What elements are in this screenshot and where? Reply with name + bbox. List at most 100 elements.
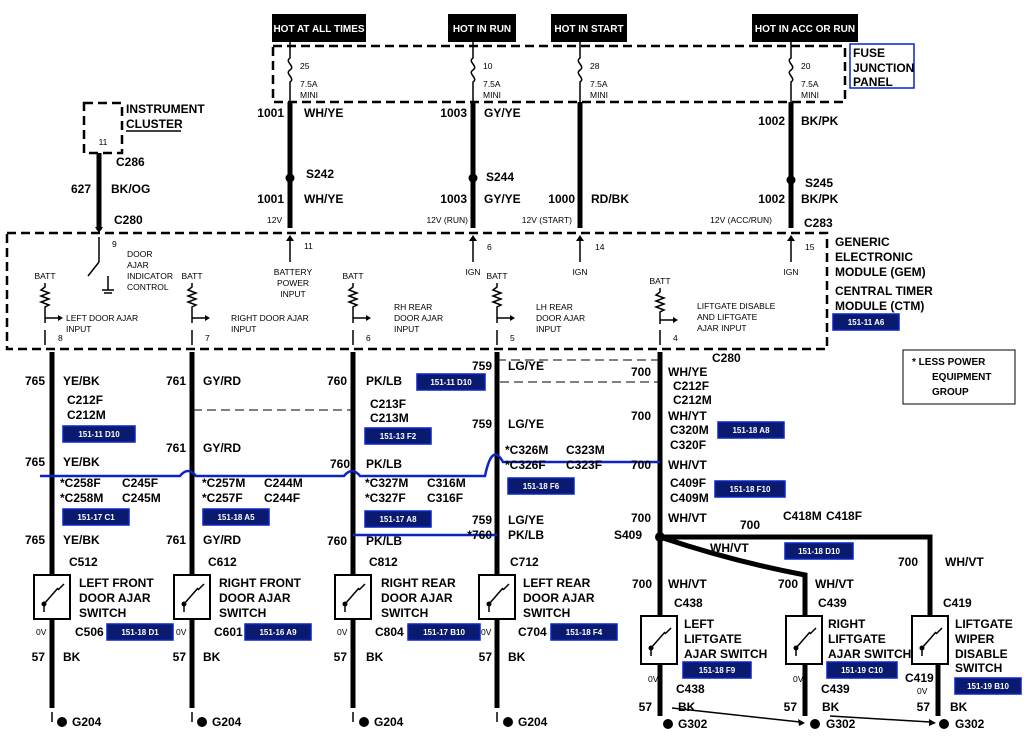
fuse-rating: 7.5A (483, 79, 501, 89)
ref-highlight (244, 623, 312, 641)
circuit-number: 57 (917, 700, 931, 714)
input-label-1: LH REAR (536, 302, 573, 312)
circuit-number: 1003 (440, 192, 467, 206)
batt-label: BATT (181, 271, 202, 281)
fuse-type: MINI (483, 90, 501, 100)
ref-box (408, 624, 480, 640)
connector-label: C439 (821, 682, 850, 696)
switch-label-2: DOOR AJAR (79, 591, 151, 605)
indicator-label-2: AJAR (127, 260, 149, 270)
input-label-1: RIGHT DOOR AJAR (231, 313, 309, 323)
ref-box (955, 678, 1021, 694)
ref-highlight (832, 313, 900, 331)
pin-number: 6 (487, 242, 492, 252)
connector-label: C213F (370, 397, 406, 411)
right-rear-switch: RIGHT REAR DOOR AJAR SWITCH 0V C804 151-… (334, 574, 481, 729)
instrument-cluster-label-2: CLUSTER (126, 117, 183, 131)
wire-color: WH/VT (710, 541, 749, 555)
fuse-symbol (287, 50, 293, 102)
wire-color: GY/RD (203, 374, 241, 388)
voltage-label: 0V (917, 686, 928, 696)
circuit-number: 1000 (548, 192, 575, 206)
input-label-1: LEFT DOOR AJAR (66, 313, 138, 323)
switch-pivot (486, 601, 492, 607)
wire-color: WH/VT (668, 577, 707, 591)
connector-label: *C257M (202, 476, 245, 490)
circuit-number: 761 (166, 533, 186, 547)
input-right-door: BATT 7 RIGHT DOOR AJAR INPUT (181, 271, 309, 345)
fuse-number: 10 (483, 61, 493, 71)
connector-label: *C258F (60, 476, 101, 490)
run-left-rear: 759 LG/YE 759 LG/YE *C326M *C326F C323M … (467, 359, 604, 569)
connector-label: C419 (905, 671, 934, 685)
switch-pivot (648, 645, 654, 651)
connector-label: C280 (712, 351, 741, 365)
header-box (752, 14, 858, 42)
input-lh-rear: BATT 5 LH REAR DOOR AJAR INPUT (486, 271, 585, 345)
pin-arrow (787, 235, 795, 241)
connector-label: C506 (75, 625, 104, 639)
switch-pivot (41, 601, 47, 607)
arrow-head (366, 315, 371, 321)
ref-label: 151-13 F2 (380, 432, 417, 441)
fuse-symbol (788, 50, 794, 102)
switch-label-3: SWITCH (219, 606, 266, 620)
switch-label-2: LIFTGATE (684, 632, 742, 646)
circuit-number: 759 (472, 417, 492, 431)
gem-label-3: MODULE (GEM) (835, 265, 926, 279)
splice-label: S242 (306, 167, 334, 181)
circuit-number: 765 (25, 533, 45, 547)
pullup-resistor (38, 283, 52, 323)
pin-number: 14 (595, 242, 605, 252)
header-hot-in-run: HOT IN RUN (453, 24, 511, 35)
header-hot-in-start: HOT IN START (554, 24, 623, 35)
connector-label: C212M (67, 408, 106, 422)
fuse-panel-label-1: FUSE (853, 46, 885, 60)
input-label-1: RH REAR (394, 302, 432, 312)
ground-label: G204 (212, 715, 242, 729)
ref-box (718, 422, 784, 438)
connector-label: *C327M (365, 476, 408, 490)
ref-box (63, 426, 135, 442)
circuit-number: *760 (467, 528, 492, 542)
circuit-number: 700 (631, 458, 651, 472)
fuse-type: MINI (801, 90, 819, 100)
cluster-pin: 11 (99, 137, 108, 147)
circuit-number: 759 (472, 359, 492, 373)
switch-box (478, 574, 516, 620)
fuse-25: 25 7.5A MINI (287, 50, 318, 102)
connector-c280: C280 (114, 213, 143, 227)
ref-label: 151-17 A8 (379, 515, 417, 524)
pin-number: 8 (58, 333, 63, 343)
ground-icon (939, 719, 949, 729)
voltage-label: 12V (ACC/RUN) (710, 215, 772, 225)
indicator-label-4: CONTROL (127, 282, 169, 292)
wire-color: GY/RD (203, 533, 241, 547)
wire-color: WH/VT (668, 458, 707, 472)
wire-color: BK/PK (801, 192, 839, 206)
fuse-20: 20 7.5A MINI (788, 50, 819, 102)
connector-label: C320M (670, 423, 709, 437)
circuit-number: 765 (25, 374, 45, 388)
ctm-label-1: CENTRAL TIMER (835, 284, 933, 298)
circuit-number: 1002 (758, 114, 785, 128)
connector-label: *C327F (365, 491, 406, 505)
header-box (448, 14, 516, 42)
circuit-number: 761 (166, 374, 186, 388)
branch-wire-wiper (660, 534, 933, 616)
ref-highlight (364, 427, 432, 445)
input-label-2: DOOR AJAR (394, 313, 443, 323)
switch-label-1: LEFT FRONT (79, 576, 154, 590)
wire-color: PK/LB (366, 457, 402, 471)
circuit-number: 700 (632, 577, 652, 591)
ref-highlight (62, 508, 130, 526)
switch-label-1: RIGHT (828, 617, 866, 631)
ref-highlight (682, 661, 752, 679)
instrument-cluster-box (82, 101, 124, 155)
connector-label: C323F (566, 458, 602, 472)
ground-label: G302 (826, 717, 856, 731)
switch-label-2: DOOR AJAR (523, 591, 595, 605)
input-label: IGN (465, 267, 480, 277)
switch-label-2: DOOR AJAR (219, 591, 291, 605)
